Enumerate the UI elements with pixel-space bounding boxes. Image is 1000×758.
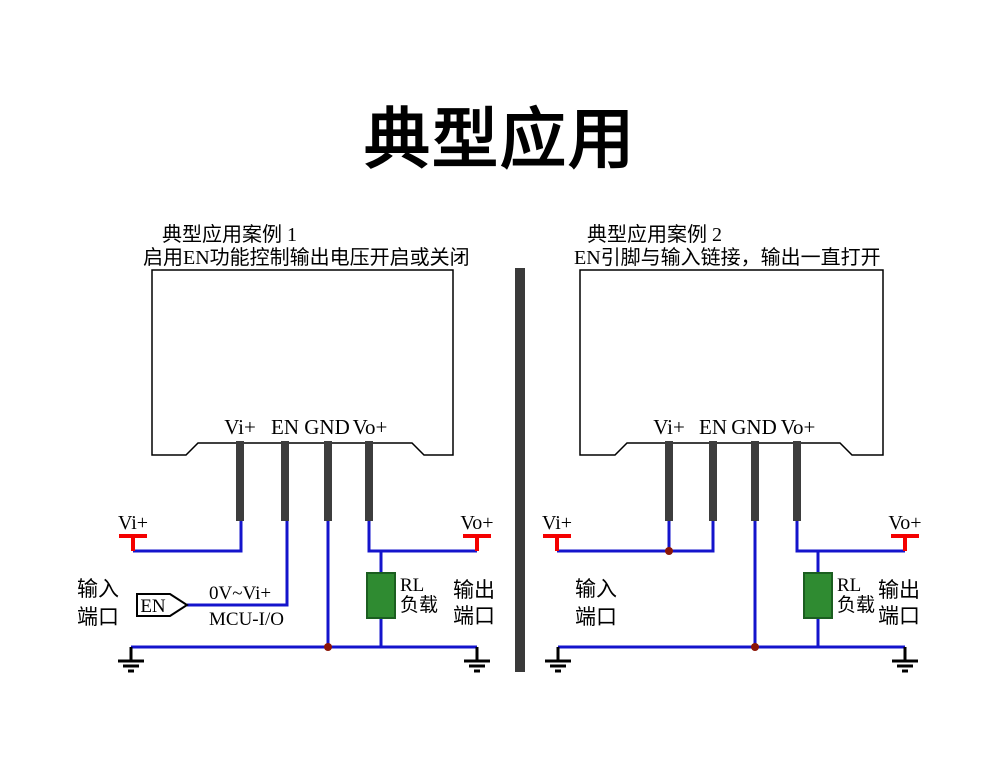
module-pin-gnd [324,441,332,521]
diagram-case1: 典型应用案例 1 启用EN功能控制输出电压开启或关闭 Vi+ EN GND Vo… [77,223,495,673]
diagram-case2: 典型应用案例 2 EN引脚与输入链接，输出一直打开 Vi+ EN GND Vo+… [542,223,922,673]
output-port-label-line1: 输出 [878,578,920,602]
module-pin-en [709,441,717,521]
load-label-line2: 负载 [837,594,875,616]
output-port-label-line2: 端口 [453,604,495,628]
input-terminal-icon [119,534,147,551]
output-terminal-icon [463,534,491,551]
module-pin-vo [365,441,373,521]
wire-en [187,521,289,607]
load-label-line1: RL [400,575,424,596]
input-terminal-label: Vi+ [118,512,148,534]
pin-label-en: EN [699,415,727,439]
pin-label-vi: Vi+ [224,415,256,439]
input-port-label-line1: 输入 [77,577,119,601]
en-signal-source: MCU-I/O [209,609,284,630]
module-pin-gnd [751,441,759,521]
junction-dot-input [665,547,673,555]
load-label-line1: RL [837,575,861,596]
input-port-label-line1: 输入 [575,577,617,601]
divider-bar [515,268,525,672]
en-signal-range: 0V~Vi+ [209,583,271,604]
wire-vout [795,521,905,553]
module-box [151,269,454,456]
input-port-label-line2: 端口 [77,605,119,629]
ground-symbol-output [464,647,490,673]
output-terminal-label: Vo+ [888,512,921,534]
input-port-label-line2: 端口 [575,605,617,629]
en-connector-label: EN [140,596,166,617]
output-port-label-line1: 输出 [453,578,495,602]
pin-label-gnd: GND [731,415,777,439]
module-pin-vi [665,441,673,521]
output-port-label-line2: 端口 [878,604,920,628]
module-pin-vi [236,441,244,521]
load-resistor [366,572,396,619]
case1-caption-line1: 典型应用案例 1 [162,223,297,246]
module-pin-vo [793,441,801,521]
junction-dot-rail [751,643,759,651]
en-connector-icon [136,593,189,617]
input-terminal-label: Vi+ [542,512,572,534]
module-box [579,269,884,456]
ground-symbol-output [892,647,918,673]
module-pin-en [281,441,289,521]
pin-label-vo: Vo+ [781,415,816,439]
junction-dot [324,643,332,651]
output-terminal-label: Vo+ [460,512,493,534]
pin-label-vi: Vi+ [653,415,685,439]
case1-caption-line2: 启用EN功能控制输出电压开启或关闭 [143,246,470,269]
input-terminal-icon [543,534,571,551]
ground-symbol-input [545,647,571,673]
case2-caption-line1: 典型应用案例 2 [587,223,722,246]
wire-vin [133,521,243,553]
load-resistor [803,572,833,619]
pin-label-vo: Vo+ [353,415,388,439]
ground-symbol-input [118,647,144,673]
load-label-line2: 负载 [400,594,438,616]
case2-caption-line2: EN引脚与输入链接，输出一直打开 [574,246,881,269]
output-terminal-icon [891,534,919,551]
pin-label-gnd: GND [304,415,350,439]
wire-vin [557,521,715,553]
page-title: 典型应用 [364,102,636,176]
pin-label-en: EN [271,415,299,439]
wire-vout [367,521,477,553]
